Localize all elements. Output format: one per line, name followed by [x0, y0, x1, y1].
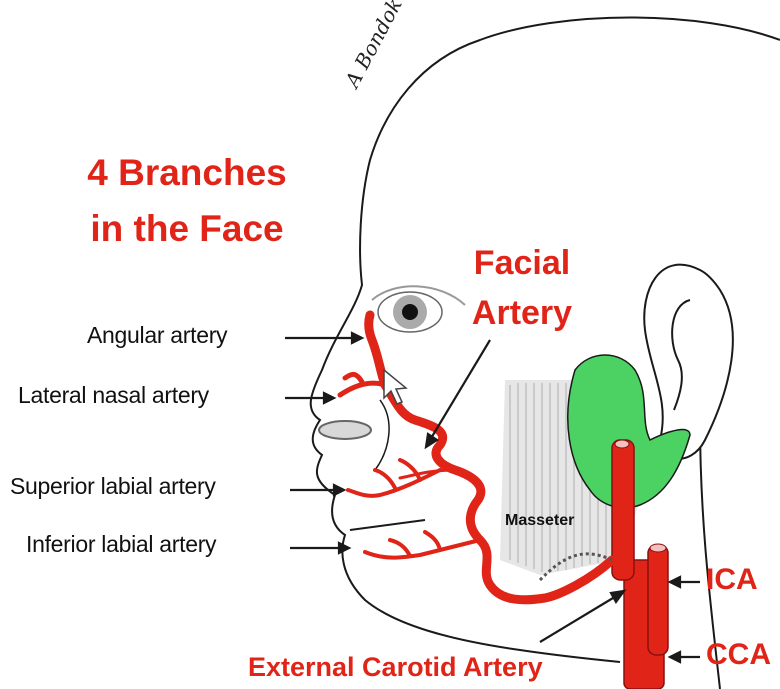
title-line-2: in the Face	[62, 201, 312, 257]
mouse-cursor-icon	[384, 370, 406, 404]
ica-label: ICA	[706, 563, 758, 597]
page-title: 4 Branches in the Face	[62, 145, 312, 257]
superior-labial-branch	[348, 460, 440, 496]
ear	[644, 265, 733, 459]
mouth-line	[350, 520, 425, 530]
nostril	[319, 421, 371, 439]
title-line-1: 4 Branches	[62, 145, 312, 201]
masseter-label: Masseter	[505, 512, 574, 530]
inferior-labial-artery-label: Inferior labial artery	[26, 531, 216, 558]
facial-artery-label: Facial Artery	[462, 238, 582, 338]
facial-artery-line-1: Facial	[462, 238, 582, 288]
eye	[372, 286, 465, 332]
external-carotid-artery-label: External Carotid Artery	[248, 652, 543, 683]
angular-artery-label: Angular artery	[87, 322, 227, 349]
internal-carotid-artery	[648, 545, 668, 655]
superior-labial-artery-label: Superior labial artery	[10, 473, 216, 500]
facial-artery-line-2: Artery	[462, 288, 582, 338]
cca-label: CCA	[706, 638, 771, 672]
inferior-labial-branch	[365, 532, 480, 558]
lateral-nasal-artery-label: Lateral nasal artery	[18, 382, 209, 409]
